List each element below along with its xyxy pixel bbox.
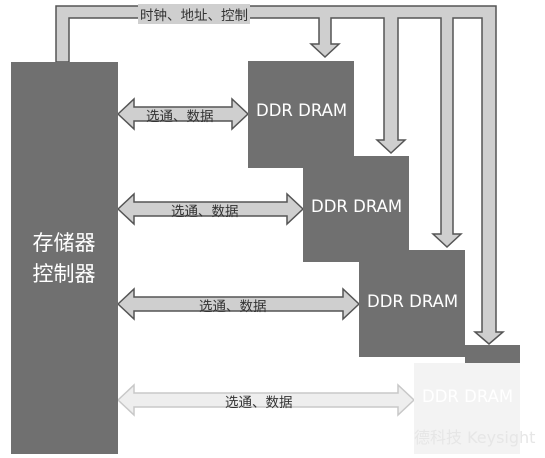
dram-module-1: DDR DRAM: [248, 61, 354, 168]
controller-label: 存储器 控制器: [14, 228, 114, 290]
dram-module-3: DDR DRAM: [359, 250, 465, 357]
controller-line-2: 控制器: [32, 262, 96, 286]
data-bus-label-3: 选通、数据: [199, 299, 267, 315]
dram-module-4-edge: [465, 345, 520, 363]
data-bus-label-1: 选通、数据: [146, 109, 214, 125]
dram-label-1: DDR DRAM: [256, 101, 348, 120]
top-bus-arrow: [55, 5, 506, 345]
dram-label-4: DDR DRAM: [422, 387, 514, 406]
dram-module-2: DDR DRAM: [303, 156, 409, 262]
dram-module-4: DDR DRAM: [414, 363, 520, 454]
dram-label-2: DDR DRAM: [311, 197, 403, 216]
watermark: 德科技 Keysight: [414, 428, 536, 447]
controller-line-1: 存储器: [32, 231, 96, 255]
data-bus-label-4: 选通、数据: [225, 395, 293, 411]
data-bus-label-2: 选通、数据: [171, 204, 239, 220]
dram-label-3: DDR DRAM: [367, 292, 459, 311]
memory-controller: 存储器 控制器: [11, 62, 118, 454]
top-bus-label: 时钟、地址、控制: [138, 4, 250, 24]
